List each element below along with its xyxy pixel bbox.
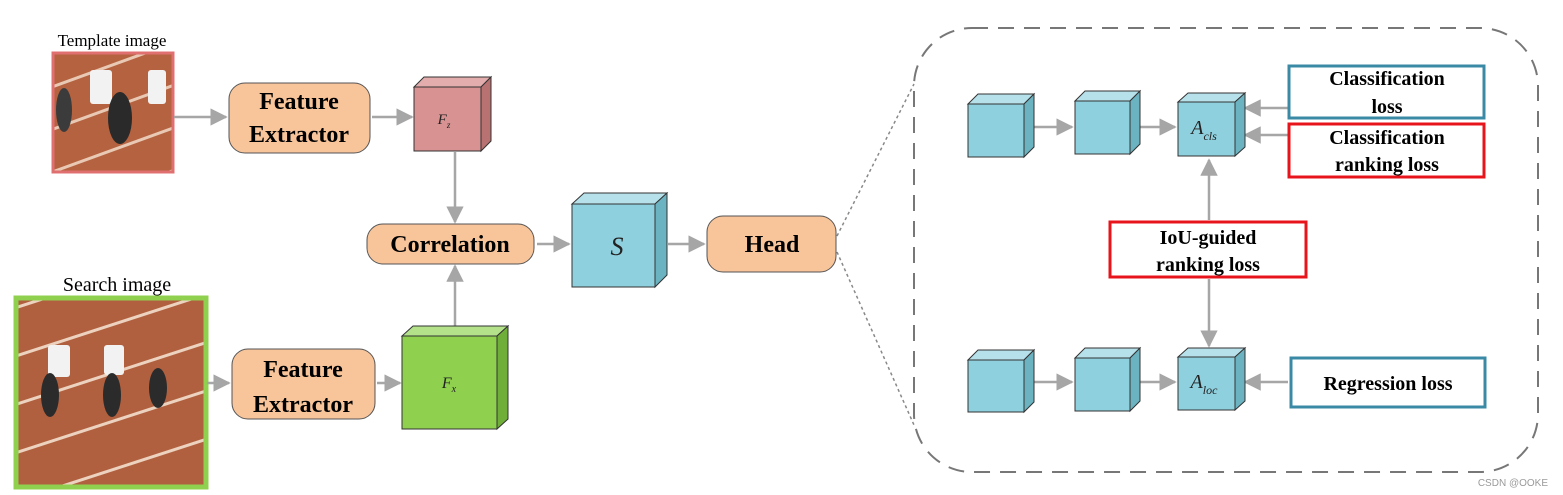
feature-extractor-bottom-line2: Extractor xyxy=(253,392,353,418)
iou-guided-ranking-loss-box: IoU-guided ranking loss xyxy=(1108,220,1308,279)
a-cls-cube: Acls xyxy=(1176,91,1247,158)
svg-text:Fx: Fx xyxy=(441,375,457,395)
head-label: Head xyxy=(745,232,800,258)
zoom-line-bottom xyxy=(836,251,915,426)
s-label: S xyxy=(611,232,624,261)
cls-branch-cube-1 xyxy=(966,92,1036,159)
regression-loss-box: Regression loss xyxy=(1289,356,1487,409)
fz-subscript: z xyxy=(446,120,451,130)
fx-label: F xyxy=(441,375,452,392)
svg-text:Fz: Fz xyxy=(437,112,451,130)
a-loc-label: A xyxy=(1189,371,1204,393)
search-image xyxy=(13,295,209,490)
feature-extractor-bottom: Feature Extractor xyxy=(231,348,376,420)
s-response-cube: S xyxy=(570,191,669,289)
svg-text:Acls: Acls xyxy=(1189,117,1217,143)
a-loc-cube: Aloc xyxy=(1176,346,1247,412)
watermark: CSDN @OOKE xyxy=(1478,478,1548,489)
a-cls-subscript: cls xyxy=(1203,129,1217,143)
feature-extractor-top-line2: Extractor xyxy=(249,122,349,148)
iou-guided-line1: IoU-guided xyxy=(1160,227,1257,249)
iou-guided-line2: ranking loss xyxy=(1156,254,1260,276)
fx-feature-cube: Fx xyxy=(400,324,510,431)
a-loc-subscript: loc xyxy=(1203,383,1218,397)
classification-ranking-loss-box: Classification ranking loss xyxy=(1287,122,1486,179)
classification-loss-line1: Classification xyxy=(1329,68,1445,90)
correlation-label: Correlation xyxy=(390,232,510,258)
loc-branch-cube-2 xyxy=(1073,346,1142,413)
classification-ranking-loss-line1: Classification xyxy=(1329,127,1445,149)
correlation-block: Correlation xyxy=(366,223,535,265)
classification-loss-box: Classification loss xyxy=(1287,64,1486,120)
svg-text:Aloc: Aloc xyxy=(1189,371,1219,397)
fx-subscript: x xyxy=(451,384,457,395)
template-image xyxy=(51,51,175,174)
classification-loss-line2: loss xyxy=(1371,96,1402,118)
feature-extractor-top: Feature Extractor xyxy=(228,82,371,154)
template-image-label: Template image xyxy=(58,31,167,50)
search-image-label: Search image xyxy=(63,274,171,296)
zoom-line-top xyxy=(836,83,915,237)
fz-label: F xyxy=(437,112,448,128)
feature-extractor-bottom-line1: Feature xyxy=(263,357,343,383)
regression-loss-label: Regression loss xyxy=(1323,373,1452,395)
a-cls-label: A xyxy=(1189,117,1204,139)
classification-ranking-loss-line2: ranking loss xyxy=(1335,154,1439,176)
head-detail-panel xyxy=(913,27,1539,473)
loc-branch-cube-1 xyxy=(966,348,1036,414)
head-block: Head xyxy=(706,215,837,273)
fz-feature-cube: Fz xyxy=(412,75,493,153)
feature-extractor-top-line1: Feature xyxy=(259,89,339,115)
cls-branch-cube-2 xyxy=(1073,89,1142,156)
